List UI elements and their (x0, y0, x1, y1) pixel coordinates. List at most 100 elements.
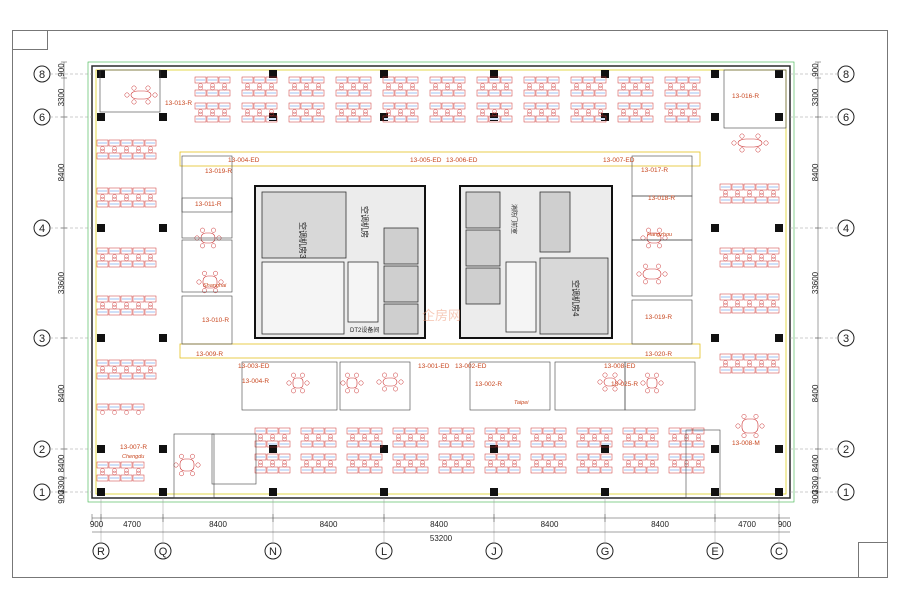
seat-tag (572, 105, 581, 107)
dimension-text: 8400 (57, 163, 66, 181)
chair (124, 254, 129, 259)
structural-column (97, 113, 105, 121)
chair (136, 148, 141, 154)
seat-tag (596, 105, 605, 107)
workstation-desk (358, 453, 371, 461)
workstation-desk (254, 453, 267, 461)
seat-tag (757, 296, 766, 298)
seat-tag (98, 298, 107, 300)
core-label-right-a: 空调机房4 (571, 280, 581, 317)
chair (382, 386, 387, 392)
workstation-desk (462, 427, 475, 435)
workstation-desk (406, 76, 419, 84)
structural-column (380, 113, 388, 121)
room-partition (723, 69, 787, 129)
chair (684, 434, 689, 439)
chair (480, 111, 485, 117)
chair (112, 368, 117, 374)
workstation-desk (241, 102, 254, 110)
chair (551, 83, 556, 88)
core-label-left-b: 空调机房 (360, 206, 370, 238)
chair (124, 148, 129, 154)
column-axis-bubble-G: G (596, 498, 614, 560)
seat-tag (110, 263, 119, 265)
chair (136, 146, 141, 151)
chair (696, 434, 701, 439)
workstation-desk (438, 427, 451, 435)
chair (292, 111, 297, 117)
chair (200, 243, 205, 249)
workstation-desk (132, 359, 145, 367)
chair (222, 83, 227, 88)
seat-tag (348, 456, 357, 458)
workstation-desk (132, 295, 145, 303)
seat-tag (636, 430, 645, 432)
elevator-shaft (465, 191, 501, 229)
watermark: 企房网 (422, 308, 461, 323)
seat-tag (624, 469, 633, 471)
seat-tag (525, 105, 534, 107)
chair (638, 436, 643, 442)
chair (558, 462, 563, 468)
seat-tag (98, 464, 107, 466)
row-axis-bubble-2: 2 (33, 440, 92, 458)
workstation-desk (359, 102, 372, 110)
chair (492, 83, 497, 88)
chair (124, 368, 129, 374)
chair (304, 434, 309, 439)
workstation-desk (664, 76, 677, 84)
chair (755, 133, 761, 139)
chair (604, 436, 609, 442)
ahu-room-4 (539, 257, 609, 335)
chair (100, 196, 105, 202)
workstation-desk (441, 76, 454, 84)
chair (442, 460, 447, 465)
chair (500, 462, 505, 468)
chair (386, 85, 391, 91)
seat-tag (280, 469, 289, 471)
meeting-room-name: Hangzhou (647, 232, 672, 238)
room-label-r13-007: 13-007-ED (603, 157, 635, 164)
room-label-r13-002r: 13-002-R (475, 381, 502, 388)
seat-tag (394, 469, 403, 471)
chair (480, 85, 485, 91)
chair (257, 83, 262, 88)
chair (633, 83, 638, 88)
chair (292, 85, 297, 91)
chair (723, 302, 728, 308)
chair (420, 436, 425, 442)
workstation-desk (646, 427, 659, 435)
chair (735, 256, 740, 262)
workstation-desk (600, 427, 613, 435)
dimension-text: 8400 (541, 520, 559, 529)
seat-tag (302, 92, 311, 94)
dimension-text: 900 (57, 63, 66, 77)
chair (488, 460, 493, 465)
chair (282, 460, 287, 465)
seat-tag (146, 362, 155, 364)
seat-tag (110, 477, 119, 479)
chair (551, 111, 556, 117)
seat-tag (431, 105, 440, 107)
chair (723, 256, 728, 262)
seat-tag (648, 430, 657, 432)
row-axis-bubble-4: 4 (33, 219, 92, 237)
workstation-desk (108, 359, 121, 367)
chair (124, 410, 129, 415)
seat-tag (110, 362, 119, 364)
seat-tag (464, 469, 473, 471)
chair (551, 109, 556, 114)
seat-tag (122, 263, 131, 265)
chair (374, 460, 379, 465)
chair (741, 433, 747, 438)
chair (741, 414, 747, 419)
seat-tag (443, 118, 452, 120)
dimension-text: 900 (90, 520, 104, 529)
workstation-desk (120, 403, 133, 411)
workstation-desk (120, 359, 133, 367)
seat-tag (619, 79, 628, 81)
structural-column (601, 70, 609, 78)
seat-tag (549, 105, 558, 107)
seat-tag (134, 464, 143, 466)
room-label-r13-009: 13-009-R (196, 351, 223, 358)
